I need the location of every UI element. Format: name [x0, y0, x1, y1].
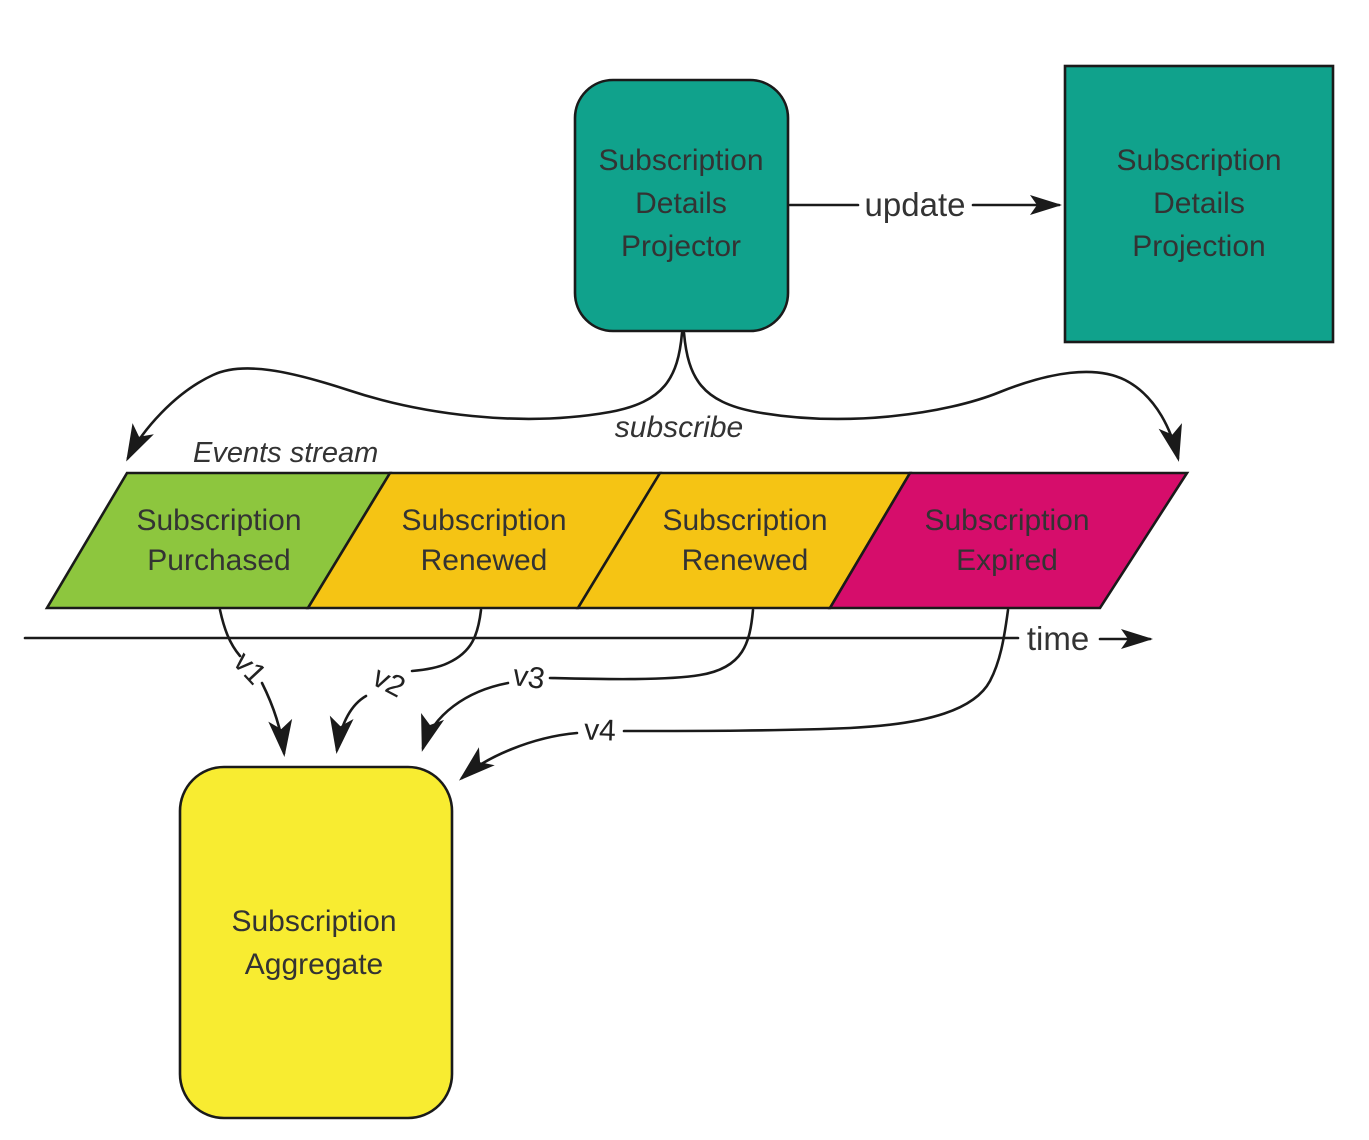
subscribe-label: subscribe	[615, 411, 743, 444]
svg-text:Renewed: Renewed	[421, 544, 548, 577]
svg-text:Subscription: Subscription	[231, 905, 396, 938]
subscribe-arrow-left	[126, 331, 684, 462]
event-segment-renewed-1-label: Subscription Renewed	[401, 504, 566, 577]
event-arrow-v4-head	[458, 731, 579, 781]
projector-box: Subscription Details Projector	[573, 78, 790, 333]
time-axis-label: time	[1027, 620, 1089, 657]
svg-text:Subscription: Subscription	[401, 504, 566, 537]
projector-box-shape	[573, 78, 790, 333]
event-arrow-v4-label: v4	[584, 713, 617, 747]
update-label: update	[865, 186, 966, 223]
event-arrow-v1-head	[260, 681, 293, 757]
svg-text:Subscription: Subscription	[924, 504, 1089, 537]
projection-box-shape	[1063, 64, 1335, 344]
svg-text:Purchased: Purchased	[147, 544, 290, 577]
subscribe-arrow-right	[682, 331, 1182, 462]
event-arrow-v3-tail	[548, 608, 755, 681]
event-arrow-v2-head	[329, 694, 368, 754]
svg-text:Details: Details	[635, 187, 727, 220]
event-arrow-v1: v1	[218, 608, 293, 757]
svg-text:Subscription: Subscription	[598, 144, 763, 177]
svg-text:Projector: Projector	[621, 230, 741, 263]
event-arrow-v3-head	[421, 681, 510, 752]
svg-text:Expired: Expired	[956, 544, 1058, 577]
svg-text:Aggregate: Aggregate	[245, 948, 383, 981]
event-arrow-v1-label: v1	[227, 646, 273, 692]
svg-text:Subscription: Subscription	[1116, 144, 1281, 177]
svg-text:Renewed: Renewed	[682, 544, 809, 577]
time-axis: time	[23, 620, 1153, 657]
event-arrow-v4-tail	[622, 608, 1010, 733]
update-arrow: update	[788, 186, 1062, 223]
events-stream: Events stream Subscription Purchased Sub…	[44, 437, 1190, 610]
event-arrow-v4: v4	[458, 608, 1010, 781]
svg-text:Subscription: Subscription	[662, 504, 827, 537]
svg-text:v1: v1	[227, 646, 273, 692]
event-arrow-v3: v3	[421, 608, 755, 752]
svg-text:v2: v2	[367, 660, 410, 704]
events-stream-label: Events stream	[193, 437, 378, 469]
event-segment-expired-label: Subscription Expired	[924, 504, 1089, 577]
event-segment-expired	[827, 471, 1190, 610]
event-segment-renewed-2-label: Subscription Renewed	[662, 504, 827, 577]
svg-text:Projection: Projection	[1132, 230, 1265, 263]
event-arrow-v2-tail	[410, 608, 483, 673]
event-arrow-v3-label: v3	[511, 659, 547, 696]
subscribe-arrows: subscribe	[126, 331, 1182, 462]
event-arrow-v1-tail	[218, 608, 242, 658]
aggregate-box: Subscription Aggregate	[178, 765, 454, 1120]
svg-text:v3: v3	[511, 659, 547, 696]
event-arrow-v2-label: v2	[367, 660, 410, 704]
svg-text:Subscription: Subscription	[136, 504, 301, 537]
event-segment-purchased-label: Subscription Purchased	[136, 504, 301, 577]
svg-text:Details: Details	[1153, 187, 1245, 220]
svg-text:v4: v4	[584, 713, 617, 747]
event-arrow-v2: v2	[329, 608, 483, 754]
projection-box: Subscription Details Projection	[1063, 64, 1335, 344]
aggregate-box-shape	[178, 765, 454, 1120]
